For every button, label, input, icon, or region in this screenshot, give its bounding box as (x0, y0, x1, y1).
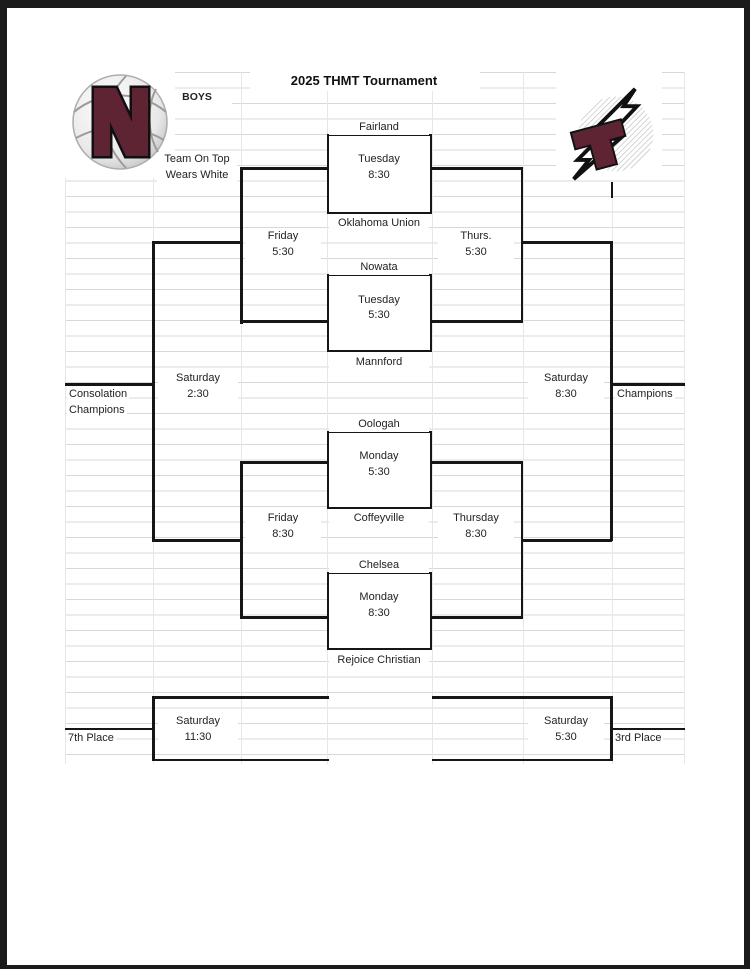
game4-day: Monday (334, 590, 424, 605)
block-t-letter (569, 118, 627, 171)
bracket-line (432, 616, 523, 619)
consolation-final-day: Saturday (158, 371, 238, 386)
team-nowata: Nowata (329, 260, 429, 275)
team-coffeyville: Coffeyville (329, 511, 429, 526)
bracket-line (610, 696, 613, 761)
bracket-line (153, 539, 243, 542)
block-n-letter (91, 85, 151, 159)
team-rejoice-christian: Rejoice Christian (329, 653, 429, 668)
champions-label: Champions (615, 387, 675, 402)
bracket-line (241, 616, 329, 619)
seventh-place-day: Saturday (158, 714, 238, 729)
page-title: 2025 THMT Tournament (254, 72, 474, 90)
game2-day: Tuesday (334, 293, 424, 308)
bracket-line (523, 241, 612, 244)
thmt-lightning-th-logo (569, 87, 654, 181)
column-gridline (432, 72, 433, 764)
third-place-day: Saturday (528, 714, 604, 729)
column-gridline (612, 72, 613, 764)
championship-day: Saturday (528, 371, 604, 386)
nowata-basketball-n-logo (72, 74, 168, 170)
bracket-line (432, 167, 523, 170)
column-gridline (327, 72, 328, 764)
team-chelsea: Chelsea (329, 558, 429, 573)
bracket-line (65, 383, 153, 386)
bracket-line (241, 461, 329, 464)
consolation-label-line1: Consolation (67, 387, 130, 402)
game3-day: Monday (334, 449, 424, 464)
left-semi2-time: 8:30 (245, 527, 321, 542)
left-semi1-time: 5:30 (245, 245, 321, 260)
column-gridline (241, 72, 242, 764)
team-oologah: Oologah (329, 417, 429, 432)
bracket-line (612, 383, 685, 386)
seventh-place-time: 11:30 (158, 730, 238, 745)
bracket-line (432, 461, 523, 464)
consolation-final-time: 2:30 (158, 387, 238, 402)
team-fairland: Fairland (329, 120, 429, 135)
bracket-line (520, 167, 523, 323)
column-gridline (65, 72, 66, 764)
game1-day: Tuesday (334, 152, 424, 167)
bracket-line (520, 461, 523, 619)
right-semi2-day: Thursday (438, 511, 514, 526)
bracket-line (65, 727, 153, 730)
team-oklahoma-union: Oklahoma Union (329, 216, 429, 231)
game1-time: 8:30 (334, 168, 424, 183)
right-semi2-time: 8:30 (438, 527, 514, 542)
bracket-line (610, 241, 613, 541)
bracket-line (241, 167, 329, 170)
column-gridline (523, 72, 524, 764)
bracket-line (153, 758, 329, 761)
bracket-line (240, 461, 243, 619)
bracket-line (153, 241, 243, 244)
third-place-time: 5:30 (528, 730, 604, 745)
bracket-line (152, 241, 155, 542)
bracket-line (612, 727, 685, 730)
left-semi1-day: Friday (245, 229, 321, 244)
bracket-line (241, 320, 329, 323)
bracket-line (611, 182, 613, 198)
bracket-line (432, 758, 612, 761)
bracket-line (432, 320, 523, 323)
note-line-2: Wears White (157, 168, 237, 183)
third-place-label: 3rd Place (613, 731, 664, 746)
note-line-1: Team On Top (157, 152, 237, 167)
division-label: BOYS (162, 90, 232, 105)
right-semi1-time: 5:30 (438, 245, 514, 260)
game2-time: 5:30 (334, 308, 424, 323)
bracket-line (240, 167, 243, 324)
right-semi1-day: Thurs. (438, 229, 514, 244)
consolation-label-line2: Champions (67, 403, 127, 418)
bracket-line (153, 696, 329, 699)
championship-time: 8:30 (528, 387, 604, 402)
seventh-place-label: 7th Place (66, 731, 116, 746)
column-gridline (684, 72, 685, 764)
game3-time: 5:30 (334, 465, 424, 480)
bracket-line (523, 539, 612, 542)
bracket-line (432, 696, 612, 699)
left-semi2-day: Friday (245, 511, 321, 526)
bracket-line (152, 696, 155, 761)
team-mannford: Mannford (329, 355, 429, 370)
game4-time: 8:30 (334, 606, 424, 621)
